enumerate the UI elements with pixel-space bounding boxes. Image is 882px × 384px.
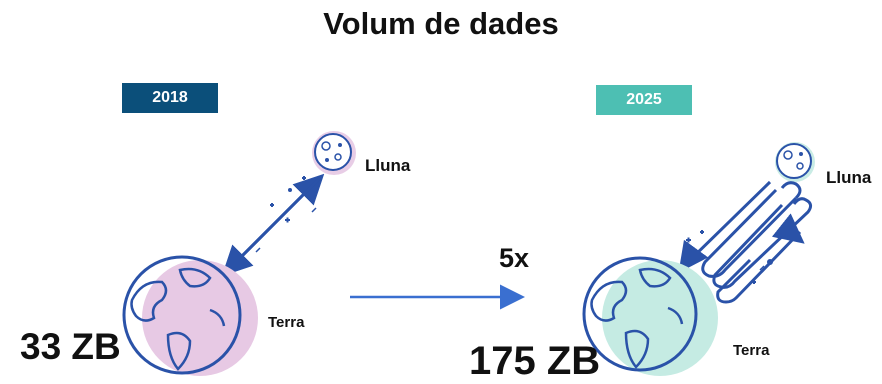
moon-label-left: Lluna	[365, 156, 411, 175]
page-title: Volum de dades	[323, 6, 559, 41]
moon-icon-left	[312, 131, 356, 175]
volume-2025: 175 ZB	[469, 339, 601, 383]
volume-2018: 33 ZB	[20, 326, 121, 367]
earth-globe-icon-left	[122, 255, 258, 376]
year-badge-2025: 2025	[596, 85, 692, 115]
distance-arrow-left	[221, 173, 325, 277]
growth-factor: 5x	[499, 243, 530, 273]
earth-globe-icon-right	[582, 256, 718, 376]
year-badge-2018: 2018	[122, 83, 218, 113]
earth-label-right: Terra	[733, 342, 770, 359]
data-loop-arrows-right	[678, 180, 813, 304]
sparkles-right	[686, 230, 773, 284]
moon-icon-right	[775, 142, 815, 182]
earth-label-left: Terra	[268, 314, 305, 331]
moon-label-right: Lluna	[826, 168, 872, 187]
